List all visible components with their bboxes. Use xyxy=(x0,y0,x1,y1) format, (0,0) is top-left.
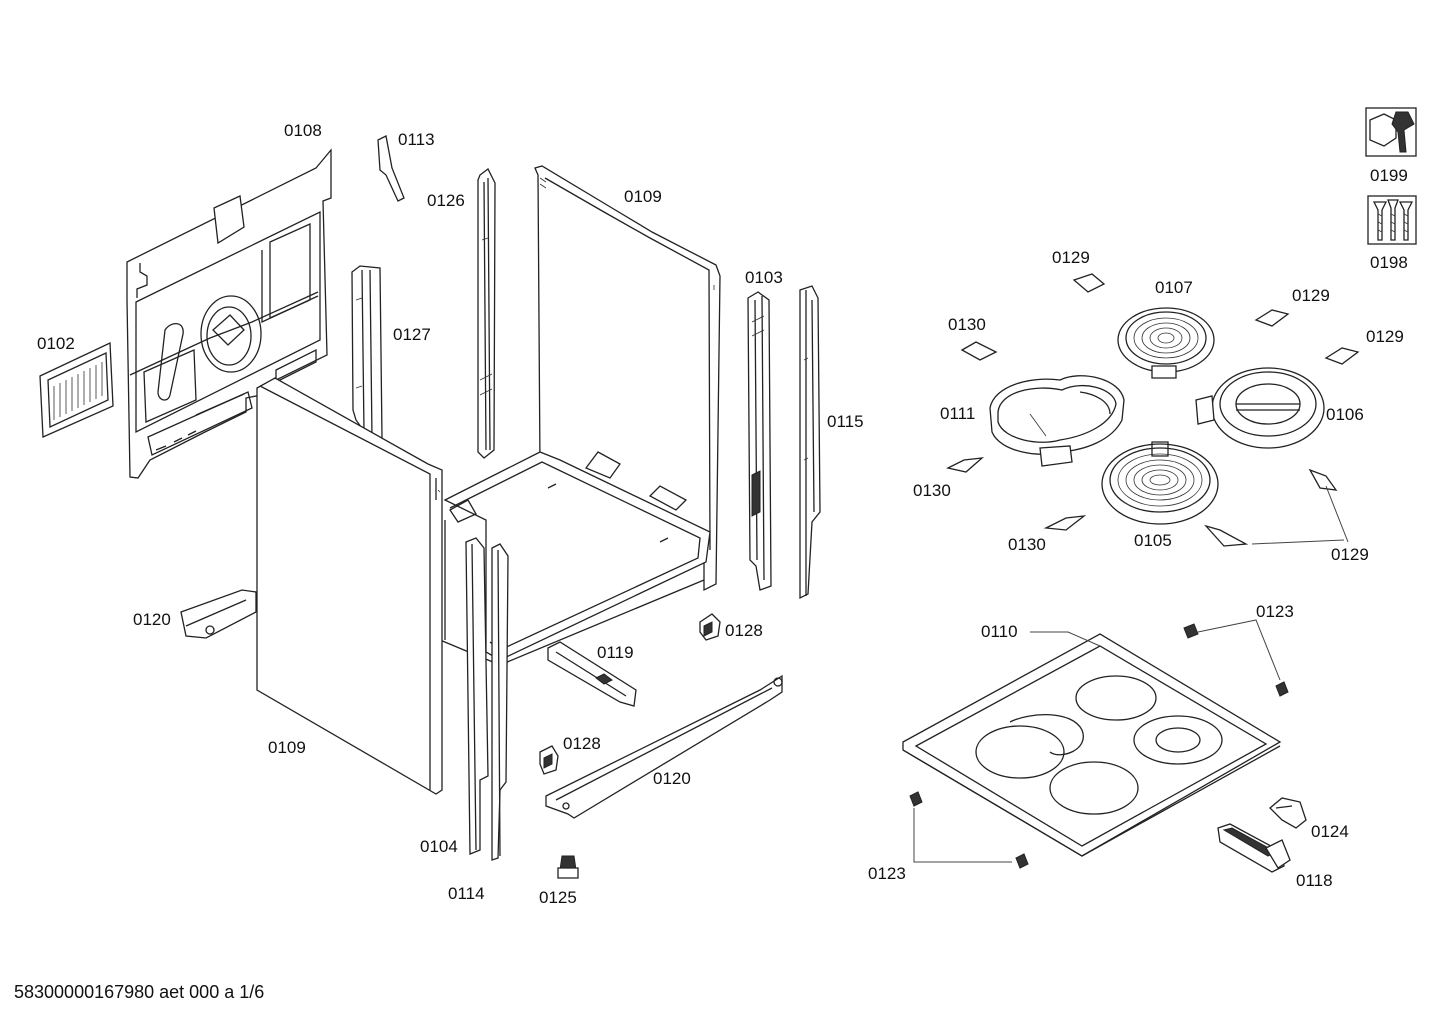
label-0110: 0110 xyxy=(981,622,1018,641)
label-0107: 0107 xyxy=(1155,278,1193,297)
front-rail-0114 xyxy=(491,543,509,861)
heating-element-0106 xyxy=(1195,367,1325,449)
leader-0129-d xyxy=(1251,485,1349,545)
clip-0130-a xyxy=(960,341,998,361)
label-0126: 0126 xyxy=(427,191,465,210)
label-0114: 0114 xyxy=(448,884,485,903)
label-0108: 0108 xyxy=(284,121,322,140)
label-0130-a: 0130 xyxy=(948,315,986,334)
label-0105: 0105 xyxy=(1134,531,1172,550)
label-0115: 0115 xyxy=(827,412,864,431)
clip-0129-d2 xyxy=(1204,524,1249,547)
heating-element-0105 xyxy=(1101,441,1219,525)
foot-0125 xyxy=(557,855,579,879)
clip-0129-a xyxy=(1072,273,1106,293)
clip-0129-b xyxy=(1254,309,1290,327)
clip-0129-c xyxy=(1324,347,1360,365)
label-0130-b: 0130 xyxy=(913,481,951,500)
label-0127: 0127 xyxy=(393,325,431,344)
label-0106: 0106 xyxy=(1326,405,1364,424)
clip-0130-b xyxy=(946,457,984,473)
label-0125: 0125 xyxy=(539,888,577,907)
label-0129-b: 0129 xyxy=(1292,286,1330,305)
clip-0129-d1 xyxy=(1308,468,1338,491)
label-0109-top: 0109 xyxy=(624,187,662,206)
clip-0128-top xyxy=(699,613,721,641)
label-0130-c: 0130 xyxy=(1008,535,1046,554)
label-0128-top: 0128 xyxy=(725,621,763,640)
label-0199: 0199 xyxy=(1370,166,1408,185)
label-0123-a: 0123 xyxy=(1256,602,1294,621)
label-0129-c: 0129 xyxy=(1366,327,1404,346)
label-0124: 0124 xyxy=(1311,822,1349,841)
label-0123-b: 0123 xyxy=(868,864,906,883)
label-0129-d: 0129 xyxy=(1331,545,1369,564)
label-0128-bottom: 0128 xyxy=(563,734,601,753)
label-0129-a: 0129 xyxy=(1052,248,1090,267)
side-rail-0103 xyxy=(747,291,772,591)
side-rail-0115 xyxy=(799,285,821,600)
heating-element-0107 xyxy=(1117,307,1215,379)
label-0111: 0111 xyxy=(940,404,976,423)
base-rail-0120-bottom xyxy=(545,674,783,819)
back-panel-0108 xyxy=(126,148,332,479)
side-rail-0127 xyxy=(351,265,383,446)
label-0198: 0198 xyxy=(1370,253,1408,272)
bracket-0113 xyxy=(377,135,405,202)
clip-0130-c xyxy=(1043,515,1087,531)
heating-element-0111 xyxy=(989,375,1125,467)
clip-0128-bottom xyxy=(539,745,559,775)
document-footer-code: 58300000167980 aet 000 a 1/6 xyxy=(14,982,265,1002)
label-0104: 0104 xyxy=(420,837,458,856)
side-panel-0109-front xyxy=(256,377,443,795)
glass-hob-0110 xyxy=(902,631,1282,857)
label-0120-left: 0120 xyxy=(133,610,171,629)
base-rail-0119 xyxy=(547,641,637,707)
wrench-icon xyxy=(1365,107,1417,157)
clip-0123-b xyxy=(909,791,1029,869)
label-0109-front: 0109 xyxy=(268,738,306,757)
label-0118: 0118 xyxy=(1296,871,1333,890)
label-0119: 0119 xyxy=(597,643,634,662)
side-rail-0126 xyxy=(477,168,496,459)
screws-icon xyxy=(1367,195,1417,245)
label-0102: 0102 xyxy=(37,334,75,353)
clip-0123-a xyxy=(1183,619,1289,697)
label-0120-bottom: 0120 xyxy=(653,769,691,788)
label-0113: 0113 xyxy=(398,130,435,149)
bracket-0124 xyxy=(1269,797,1307,829)
base-rail-0120-left xyxy=(180,589,257,639)
label-0103: 0103 xyxy=(745,268,783,287)
oven-base-tray xyxy=(439,451,711,666)
front-rail-0104 xyxy=(465,537,489,855)
terminal-block-0118 xyxy=(1217,823,1291,873)
vent-grille-0102 xyxy=(39,341,114,438)
